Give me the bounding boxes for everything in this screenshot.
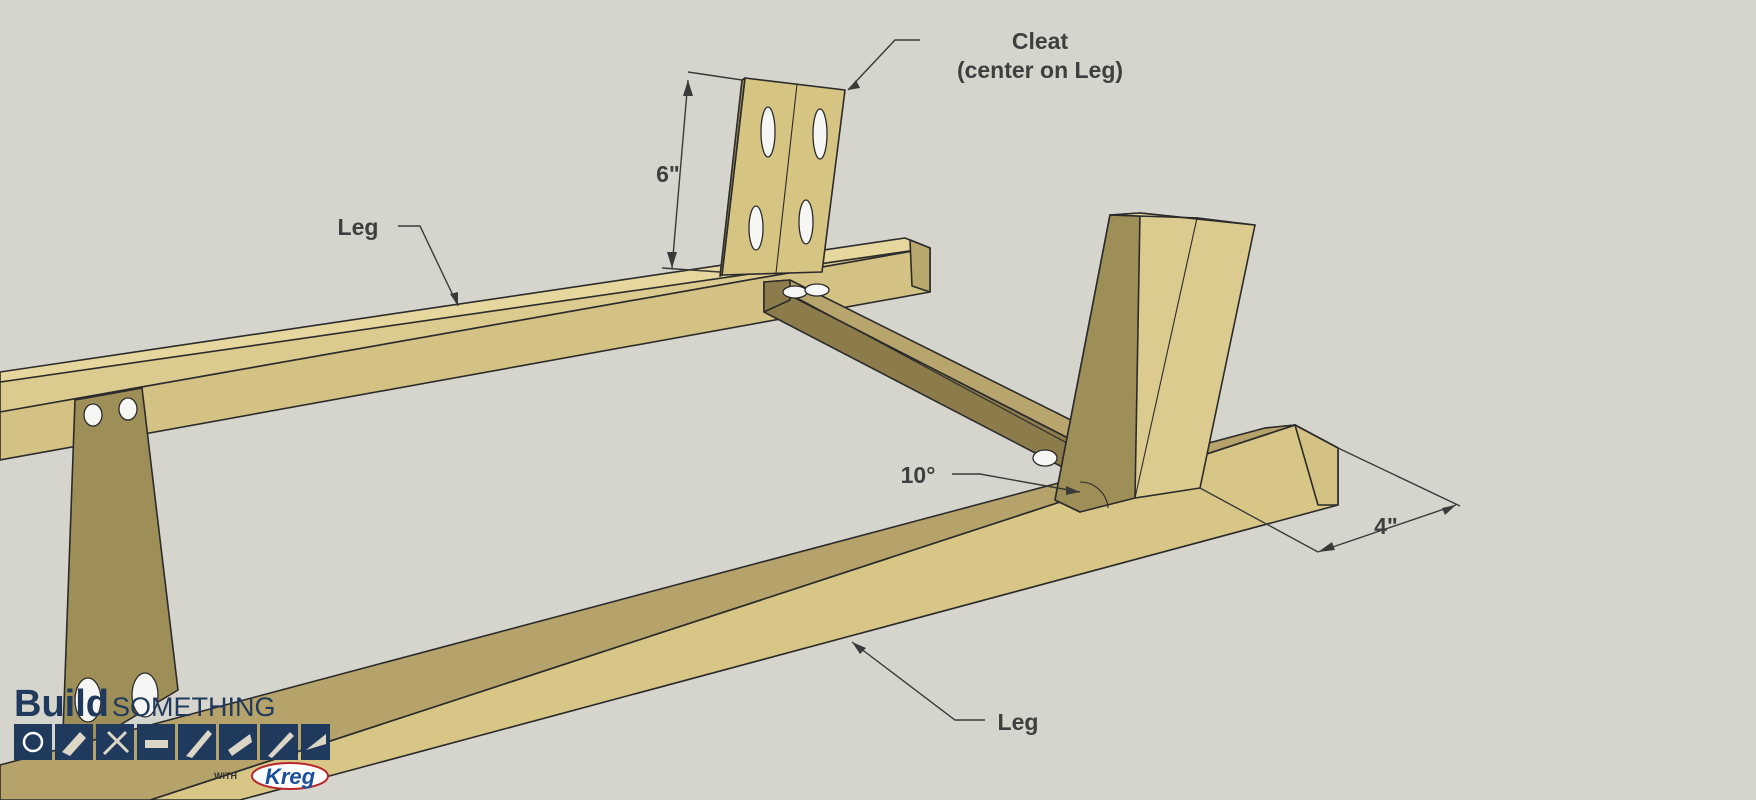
dimension-6in	[661, 71, 743, 273]
back-leg-leader	[398, 225, 459, 307]
dimension-6in-label: 6"	[656, 161, 680, 187]
logo-kreg: Kreg	[265, 764, 316, 789]
angle-leader	[952, 473, 1081, 495]
support-brace	[61, 387, 179, 761]
back-cleat	[719, 77, 846, 277]
cleat-leader	[847, 39, 920, 91]
front-leg	[0, 424, 1339, 800]
cleat-sublabel: (center on Leg)	[957, 57, 1123, 83]
front-leg-leader	[851, 641, 985, 721]
dimension-4in-label: 4"	[1374, 513, 1398, 539]
buildsomething-logo: Build SOMETHING WITH Kreg	[14, 683, 330, 790]
stretcher	[763, 279, 1096, 471]
back-leg	[0, 237, 931, 461]
kreg-badge	[251, 762, 329, 790]
cleat-label: Cleat	[1012, 28, 1069, 54]
logo-with: WITH	[214, 771, 237, 781]
back-leg-label: Leg	[338, 214, 379, 240]
dimension-4in	[1199, 447, 1461, 553]
logo-tool-icons	[14, 724, 330, 760]
front-cleat	[1054, 212, 1256, 513]
logo-build: Build	[14, 683, 109, 725]
logo-something: SOMETHING	[112, 692, 276, 722]
front-leg-label: Leg	[998, 709, 1039, 735]
angle-label: 10°	[901, 462, 936, 488]
